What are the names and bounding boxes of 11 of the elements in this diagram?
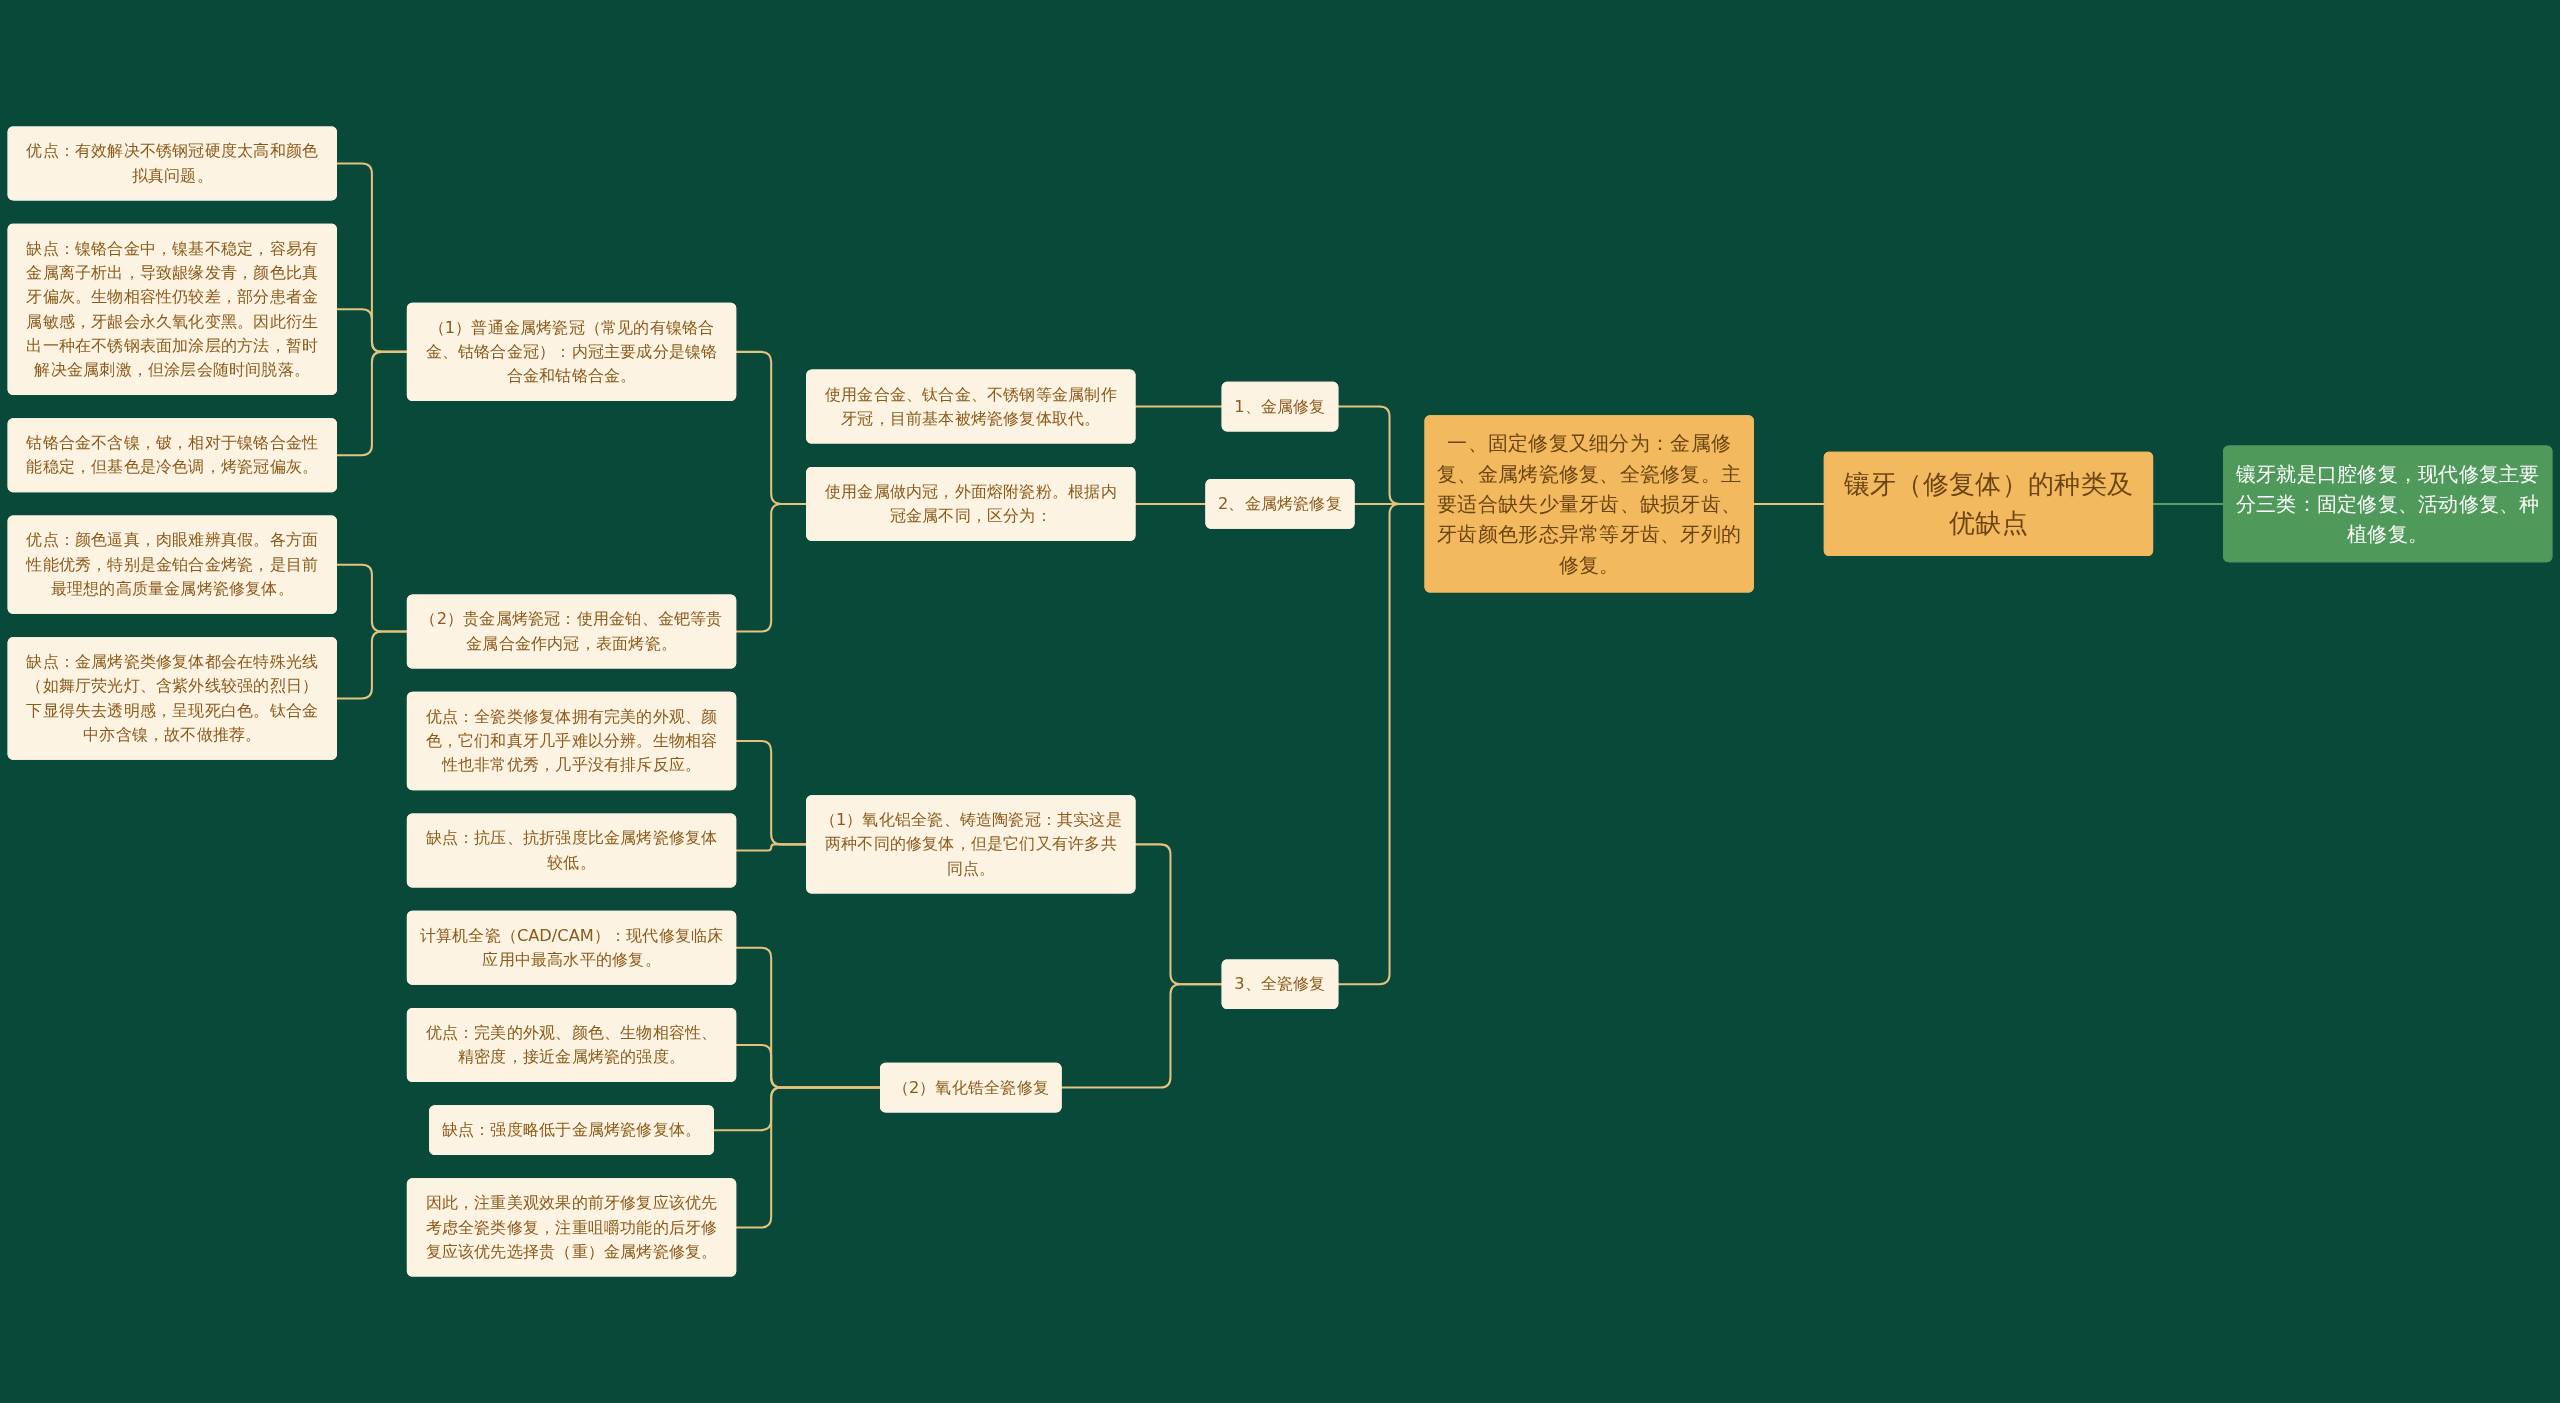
connector (1061, 983, 1223, 1089)
connector (735, 843, 807, 852)
connector (735, 502, 807, 633)
connector (2152, 502, 2224, 505)
connector (735, 1086, 881, 1229)
connector (1135, 405, 1223, 408)
connector (1753, 502, 1825, 505)
connector (336, 630, 408, 700)
connector (1135, 502, 1206, 505)
connector (336, 350, 408, 457)
connector (1337, 502, 1425, 986)
